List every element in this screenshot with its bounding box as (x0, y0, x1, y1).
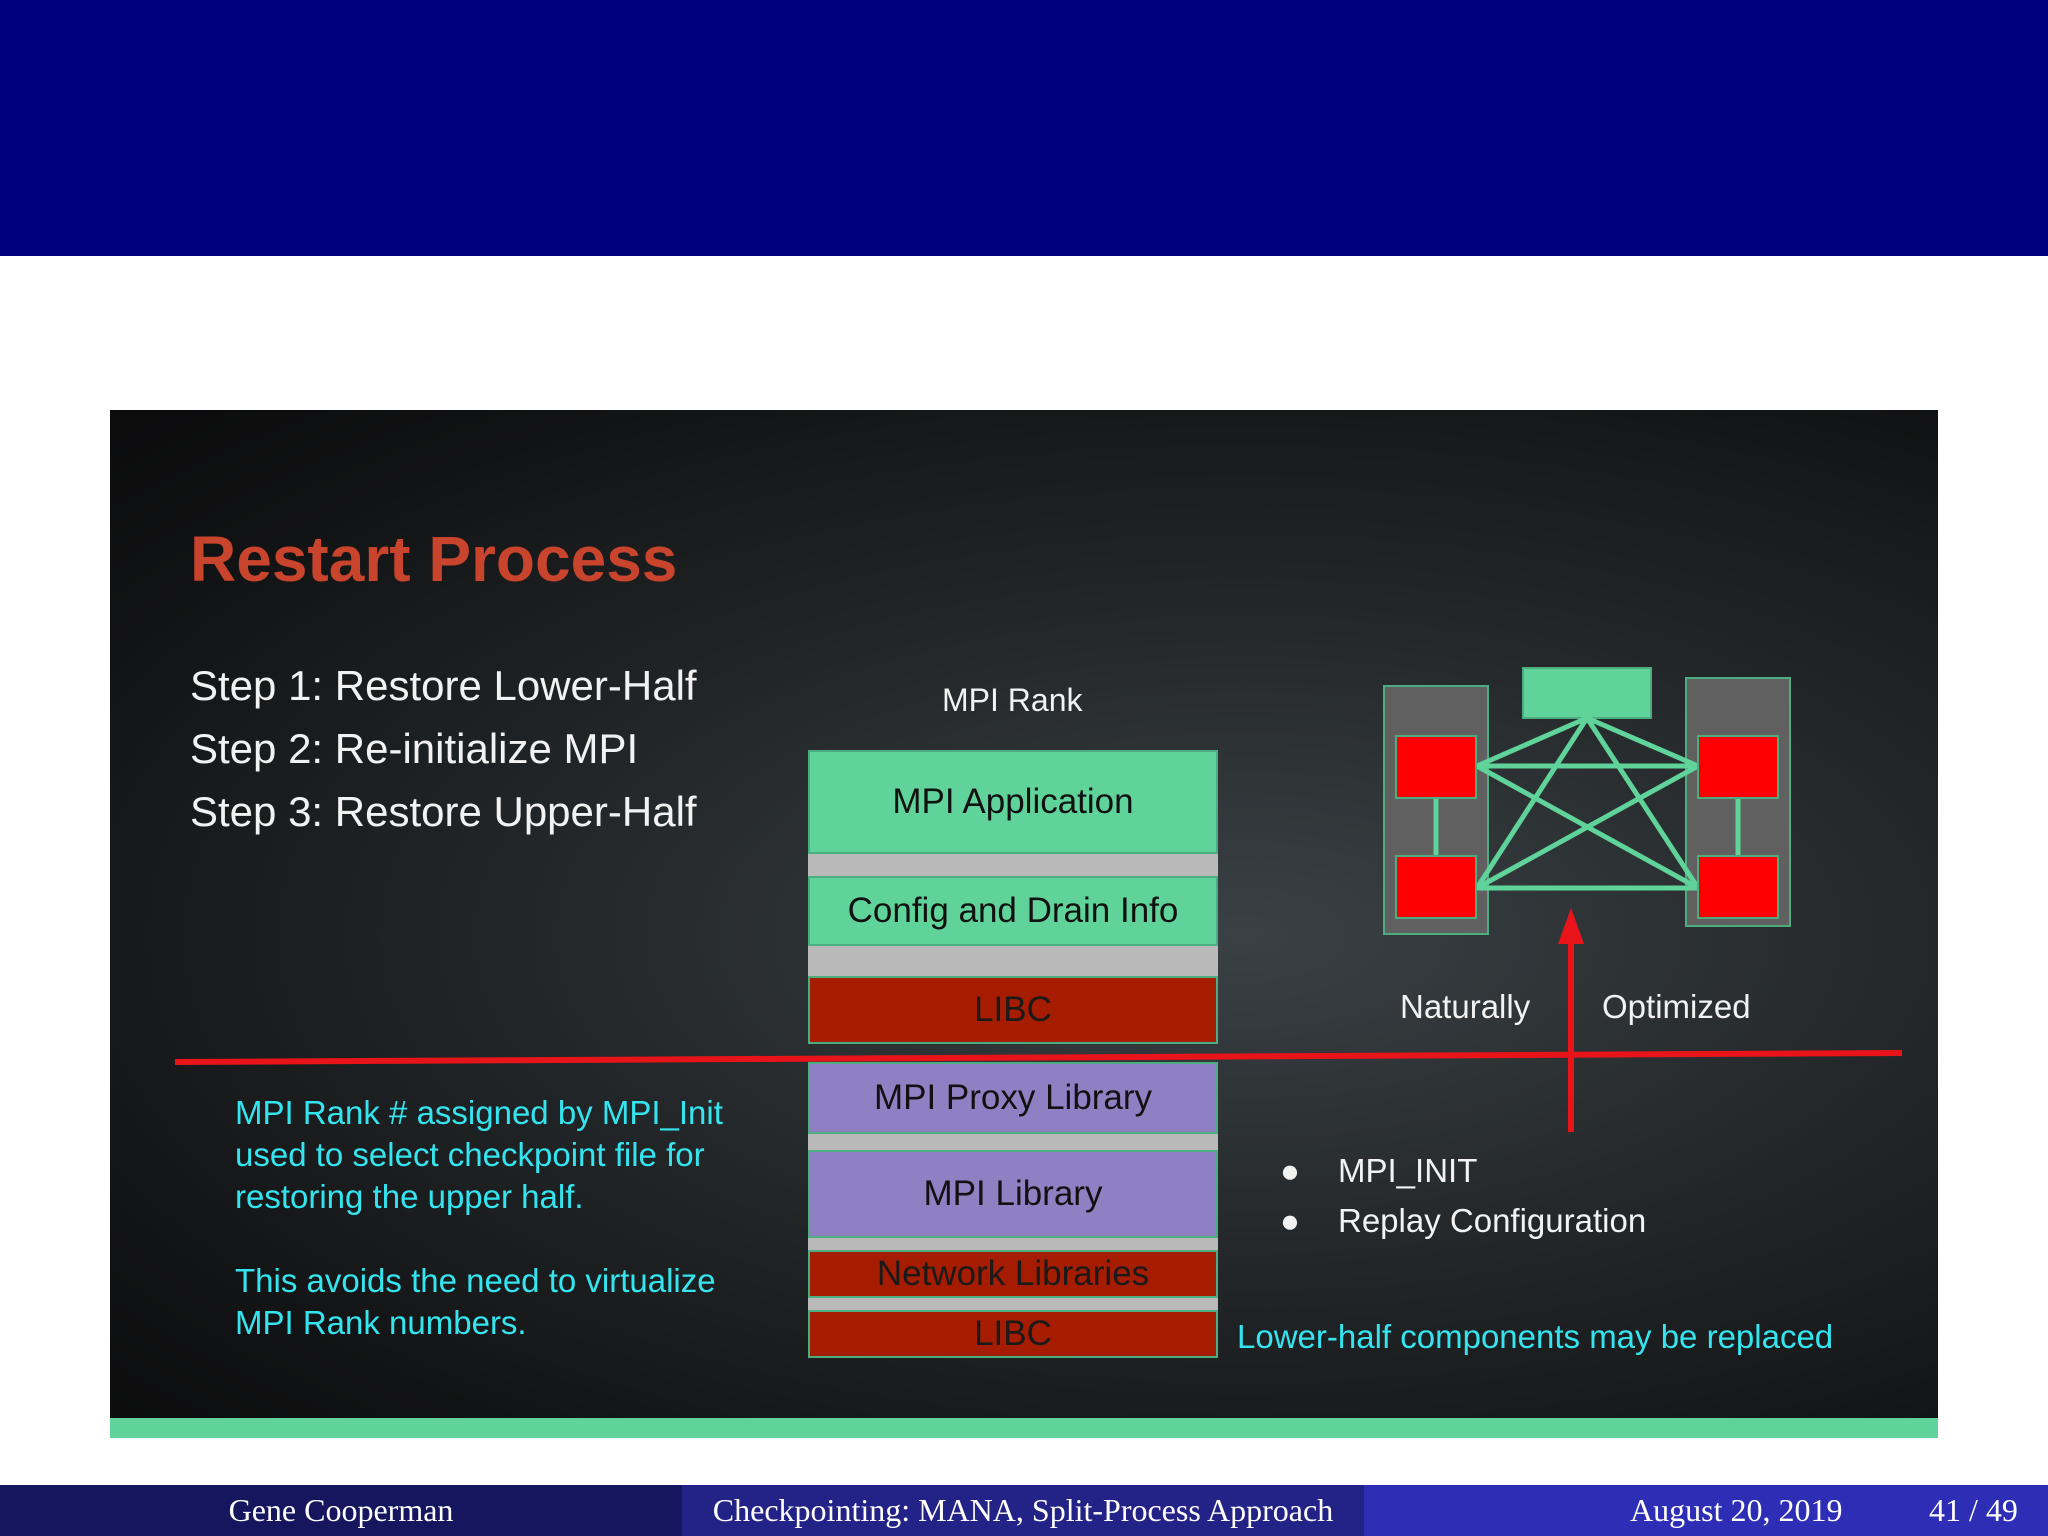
slide-accent-strip (110, 1418, 1938, 1438)
note-line-2: used to select checkpoint file for (235, 1136, 705, 1173)
header-bar (0, 0, 2048, 256)
bullet-item: ● Replay Configuration (1280, 1202, 1646, 1240)
bullet-text: Replay Configuration (1338, 1202, 1647, 1239)
step-3: Step 3: Restore Upper-Half (190, 788, 697, 835)
arrow-label-optimized: Optimized (1602, 988, 1751, 1025)
arrow-label-naturally: Naturally (1400, 988, 1531, 1025)
block-network-libraries: Network Libraries (808, 1250, 1218, 1298)
block-spacer (808, 1134, 1218, 1150)
network-diagram (1383, 667, 1791, 935)
diagram-graphics (174, 667, 1903, 1132)
bullet-dot: ● (1280, 1202, 1300, 1239)
footer-bar: Gene Cooperman Checkpointing: MANA, Spli… (0, 1485, 2048, 1536)
bullet-text: MPI_INIT (1338, 1152, 1478, 1189)
split-line (174, 1050, 1903, 1065)
footer-author: Gene Cooperman (0, 1485, 682, 1536)
block-libc-lower: LIBC (808, 1310, 1218, 1358)
step-1: Step 1: Restore Lower-Half (190, 662, 697, 709)
note-line-5: MPI Rank numbers. (235, 1304, 527, 1341)
block-libc-upper: LIBC (808, 976, 1218, 1044)
block-mpi-proxy: MPI Proxy Library (808, 1062, 1218, 1134)
block-spacer (808, 1298, 1218, 1310)
stack-label: MPI Rank (942, 682, 1083, 718)
footer-date: August 20, 2019 (1630, 1492, 1843, 1528)
bullet-item: ● MPI_INIT (1280, 1152, 1477, 1190)
note-line-4: This avoids the need to virtualize (235, 1262, 716, 1299)
replaced-note: Lower-half components may be replaced (1237, 1318, 1834, 1355)
block-mpi-application: MPI Application (808, 750, 1218, 854)
block-spacer (808, 854, 1218, 876)
block-mpi-library: MPI Library (808, 1150, 1218, 1238)
block-spacer (808, 1238, 1218, 1250)
note-line-3: restoring the upper half. (235, 1178, 584, 1215)
footer-title: Checkpointing: MANA, Split-Process Appro… (682, 1485, 1364, 1536)
block-spacer (808, 946, 1218, 976)
footer-page: 41 / 49 (1929, 1492, 2018, 1528)
block-config-drain: Config and Drain Info (808, 876, 1218, 946)
arrow-head (1558, 908, 1584, 944)
footer-right: August 20, 2019 41 / 49 (1364, 1485, 2048, 1536)
slide-image: Restart Process Step 1: Restore Lower-Ha… (110, 410, 1938, 1420)
slide-title: Restart Process (190, 523, 678, 595)
step-2: Step 2: Re-initialize MPI (190, 725, 639, 772)
note-line-1: MPI Rank # assigned by MPI_Init (235, 1094, 723, 1131)
bullet-dot: ● (1280, 1152, 1300, 1189)
